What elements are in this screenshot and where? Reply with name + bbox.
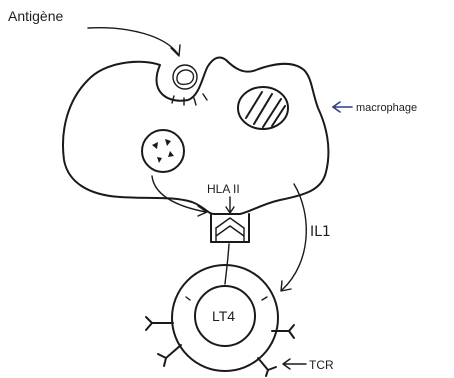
hla-arrow — [226, 197, 234, 213]
lt4-label: LT4 — [212, 308, 235, 324]
antigen-fragments — [152, 139, 174, 163]
macrophage-label: macrophage — [356, 102, 417, 114]
antigen-shape — [177, 70, 194, 84]
hla-label: HLA II — [207, 182, 240, 196]
tcr-label: TCR — [309, 358, 334, 372]
granule-hatching — [246, 92, 285, 127]
il1-label: IL1 — [310, 224, 331, 240]
complex-to-lt4-line — [225, 244, 229, 284]
hla-receptor-complex — [211, 214, 249, 242]
antigen-label: Antigène — [8, 8, 63, 24]
tcr-pointer — [283, 359, 306, 369]
antigen-arrow — [88, 28, 178, 54]
macrophage-pointer — [333, 102, 352, 112]
digestive-vacuole — [142, 130, 184, 172]
il1-arrow — [282, 184, 306, 290]
